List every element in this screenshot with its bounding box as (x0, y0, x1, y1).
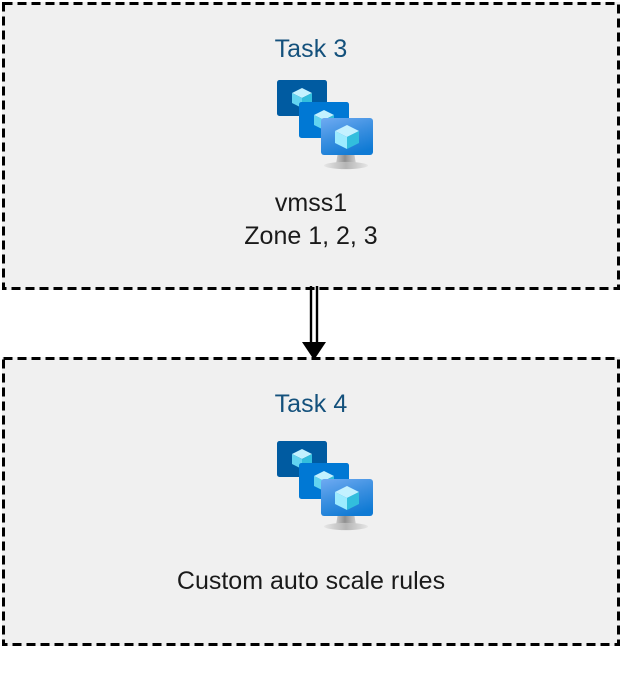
task4-content: Task 4 (2, 357, 620, 678)
virtual-machine-scale-set-icon (277, 80, 373, 170)
task4-caption-line-1: Custom auto scale rules (176, 567, 446, 595)
cube-back-glyph (292, 88, 312, 108)
task3-content: Task 3 (2, 2, 620, 322)
task-box-task3[interactable]: Task 3 (2, 2, 620, 290)
diagram-canvas: Task 3 (2, 2, 620, 646)
task3-caption-line-2: Zone 1, 2, 3 (244, 222, 378, 250)
task3-title: Task 3 (274, 35, 348, 63)
cube-front-glyph (335, 486, 359, 510)
task-box-task4[interactable]: Task 4 (2, 357, 620, 646)
connector-arrowhead (302, 342, 326, 360)
task4-vmss-icon (274, 439, 376, 537)
task3-caption: vmss1 Zone 1, 2, 3 (244, 187, 377, 253)
task3-caption-line-1: vmss1 (274, 189, 348, 217)
cube-front-glyph (335, 125, 359, 149)
task4-caption: Custom auto scale rules (177, 565, 445, 598)
monitor-base (324, 161, 368, 170)
task3-vmss-icon (274, 78, 376, 176)
connector-task3-to-task4 (302, 286, 326, 360)
task4-title: Task 4 (274, 390, 348, 418)
virtual-machine-scale-set-icon (277, 441, 373, 531)
monitor-base (324, 522, 368, 531)
